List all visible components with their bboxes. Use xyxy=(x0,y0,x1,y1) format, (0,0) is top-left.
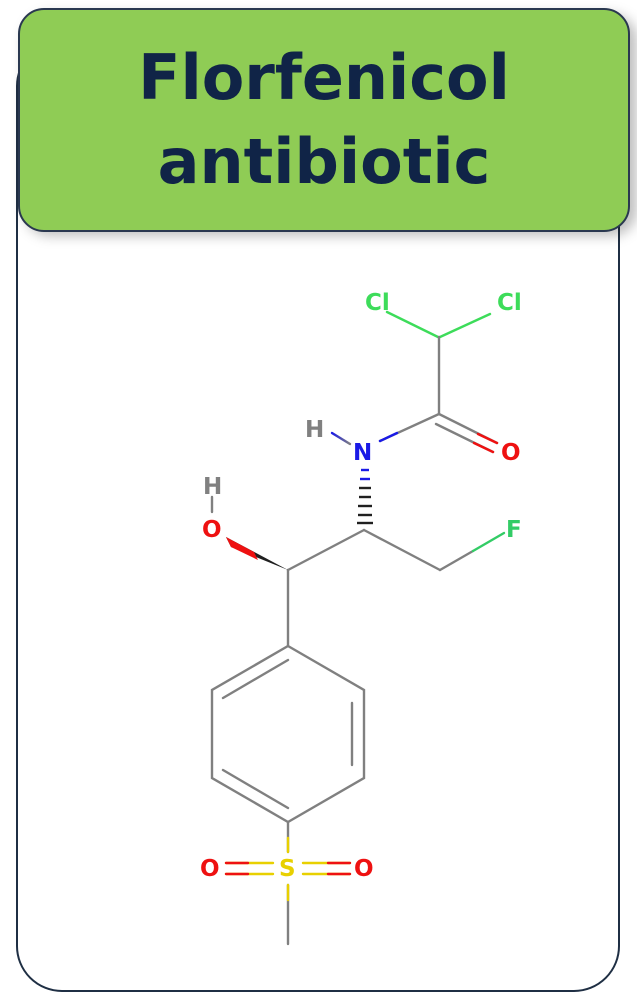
bond-cl-right xyxy=(438,312,492,339)
atom-n-amide: N xyxy=(353,440,372,466)
atom-s: S xyxy=(279,856,296,882)
atom-h-amide: H xyxy=(305,417,324,443)
bond-n-h xyxy=(330,431,352,446)
hashed-bond-n-c xyxy=(357,468,373,525)
atom-o-carbonyl: O xyxy=(501,440,521,466)
atom-o-sulfonyl-right: O xyxy=(354,856,374,882)
ring-double-bond-bottom-left xyxy=(221,768,290,810)
bond-ch2-f-green xyxy=(471,531,506,553)
ring-double-bond-top-left xyxy=(221,658,290,700)
atom-f: F xyxy=(506,517,522,543)
atom-o-sulfonyl-left: O xyxy=(200,856,220,882)
bond-co-red-2 xyxy=(472,441,495,454)
benzene-ring xyxy=(210,644,366,824)
title-banner: Florfenicol antibiotic xyxy=(18,8,630,232)
bond-cl-left xyxy=(385,310,440,339)
bond-c-ch2 xyxy=(362,528,442,572)
title-line-1: Florfenicol xyxy=(138,41,510,114)
bond-c-choh xyxy=(286,528,366,572)
atom-h-hydroxyl: H xyxy=(203,474,222,500)
bond-c-n-blue xyxy=(378,431,399,443)
atom-cl-right: Cl xyxy=(497,290,522,316)
bond-co-red-1 xyxy=(476,432,499,445)
title-line-2: antibiotic xyxy=(157,125,491,198)
wedge-bond-red-tip xyxy=(226,537,258,560)
atom-o-hydroxyl: O xyxy=(202,517,222,543)
atom-cl-left: Cl xyxy=(365,290,390,316)
bond-ch2-f xyxy=(438,549,475,572)
wedge-bond-c-o xyxy=(226,537,288,570)
bond-group xyxy=(210,310,506,946)
